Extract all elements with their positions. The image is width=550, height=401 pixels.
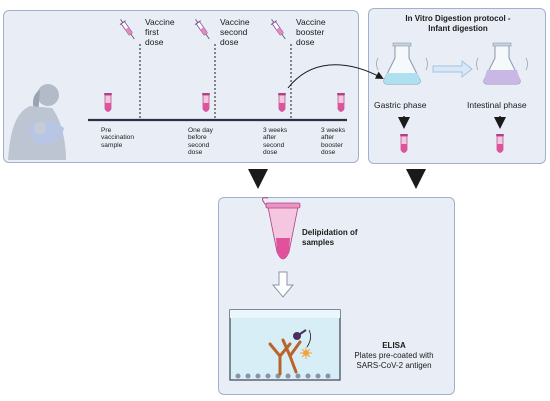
- sample-label-after-second: 3 weeks after second dose: [263, 127, 288, 157]
- sample-label-before-second: One day before second dose: [188, 127, 213, 157]
- sample-label-pre: Pre vaccination sample: [101, 127, 134, 149]
- digestion-panel: [368, 8, 546, 164]
- dose-booster-label: Vaccine booster dose: [296, 17, 326, 47]
- sample-label-after-booster: 3 weeks after booster dose: [321, 127, 346, 157]
- dose-second-label: Vaccine second dose: [220, 17, 250, 47]
- digestion-title: In Vitro Digestion protocol - Infant dig…: [405, 14, 511, 33]
- delipidation-label: Delipidation of samples: [302, 228, 358, 247]
- dose-first-label: Vaccine first dose: [145, 17, 175, 47]
- elisa-title: ELISA: [382, 341, 406, 350]
- elisa-description: ELISA Plates pre-coated with SARS-CoV-2 …: [338, 341, 450, 371]
- intestinal-phase-label: Intestinal phase: [467, 100, 527, 110]
- gastric-phase-label: Gastric phase: [374, 100, 427, 110]
